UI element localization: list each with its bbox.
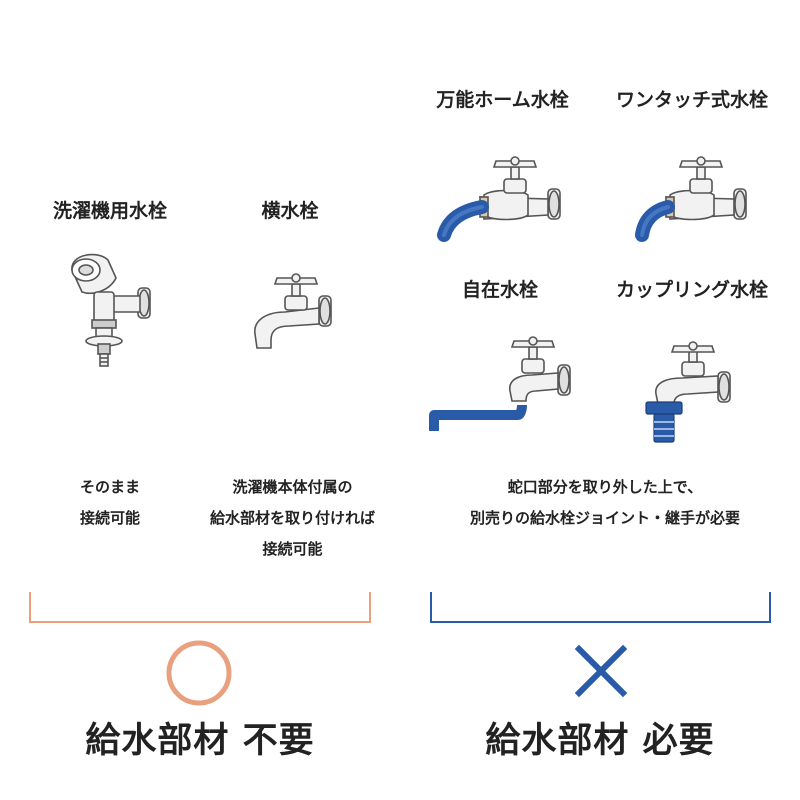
label-universal-home-faucet: 万能ホーム水栓: [436, 89, 569, 111]
cross-icon: [574, 644, 628, 698]
circle-icon: [166, 640, 232, 706]
result-label-not-needed: 給水部材 不要: [85, 721, 315, 761]
label-coupling-faucet: カップリング水栓: [615, 279, 768, 301]
description-line: 給水部材を取り付ければ: [209, 509, 375, 527]
label-swivel-faucet: 自在水栓: [461, 279, 538, 301]
description-line: 接続可能: [262, 540, 323, 558]
description-line: 洗濯機本体付属の: [232, 478, 353, 496]
description-line: そのまま: [79, 478, 140, 496]
side-faucet-icon: [254, 273, 332, 349]
description-line: 蛇口部分を取り外した上で、: [507, 478, 703, 496]
label-one-touch-faucet: ワンタッチ式水栓: [615, 89, 768, 111]
description-line: 接続可能: [79, 509, 140, 527]
label-washing-machine-faucet: 洗濯機用水栓: [52, 200, 167, 222]
result-label-needed: 給水部材 必要: [485, 721, 715, 761]
label-side-faucet: 横水栓: [261, 200, 319, 222]
one-touch-faucet-icon: [635, 156, 747, 242]
description-line: 別売りの給水栓ジョイント・継手が必要: [469, 509, 740, 527]
description-washing-machine-faucet: そのまま 接続可能: [40, 472, 180, 534]
coupling-faucet-icon: [645, 341, 731, 443]
left-bracket: [29, 592, 371, 623]
universal-home-faucet-icon: [437, 156, 561, 242]
swivel-faucet-icon: [429, 336, 571, 431]
brackets: [29, 592, 771, 623]
description-right-panel: 蛇口部分を取り外した上で、 別売りの給水栓ジョイント・継手が必要: [420, 472, 790, 534]
washing-machine-faucet-icon: [71, 253, 151, 367]
description-side-faucet: 洗濯機本体付属の 給水部材を取り付ければ 接続可能: [185, 472, 400, 565]
right-bracket: [430, 592, 771, 623]
